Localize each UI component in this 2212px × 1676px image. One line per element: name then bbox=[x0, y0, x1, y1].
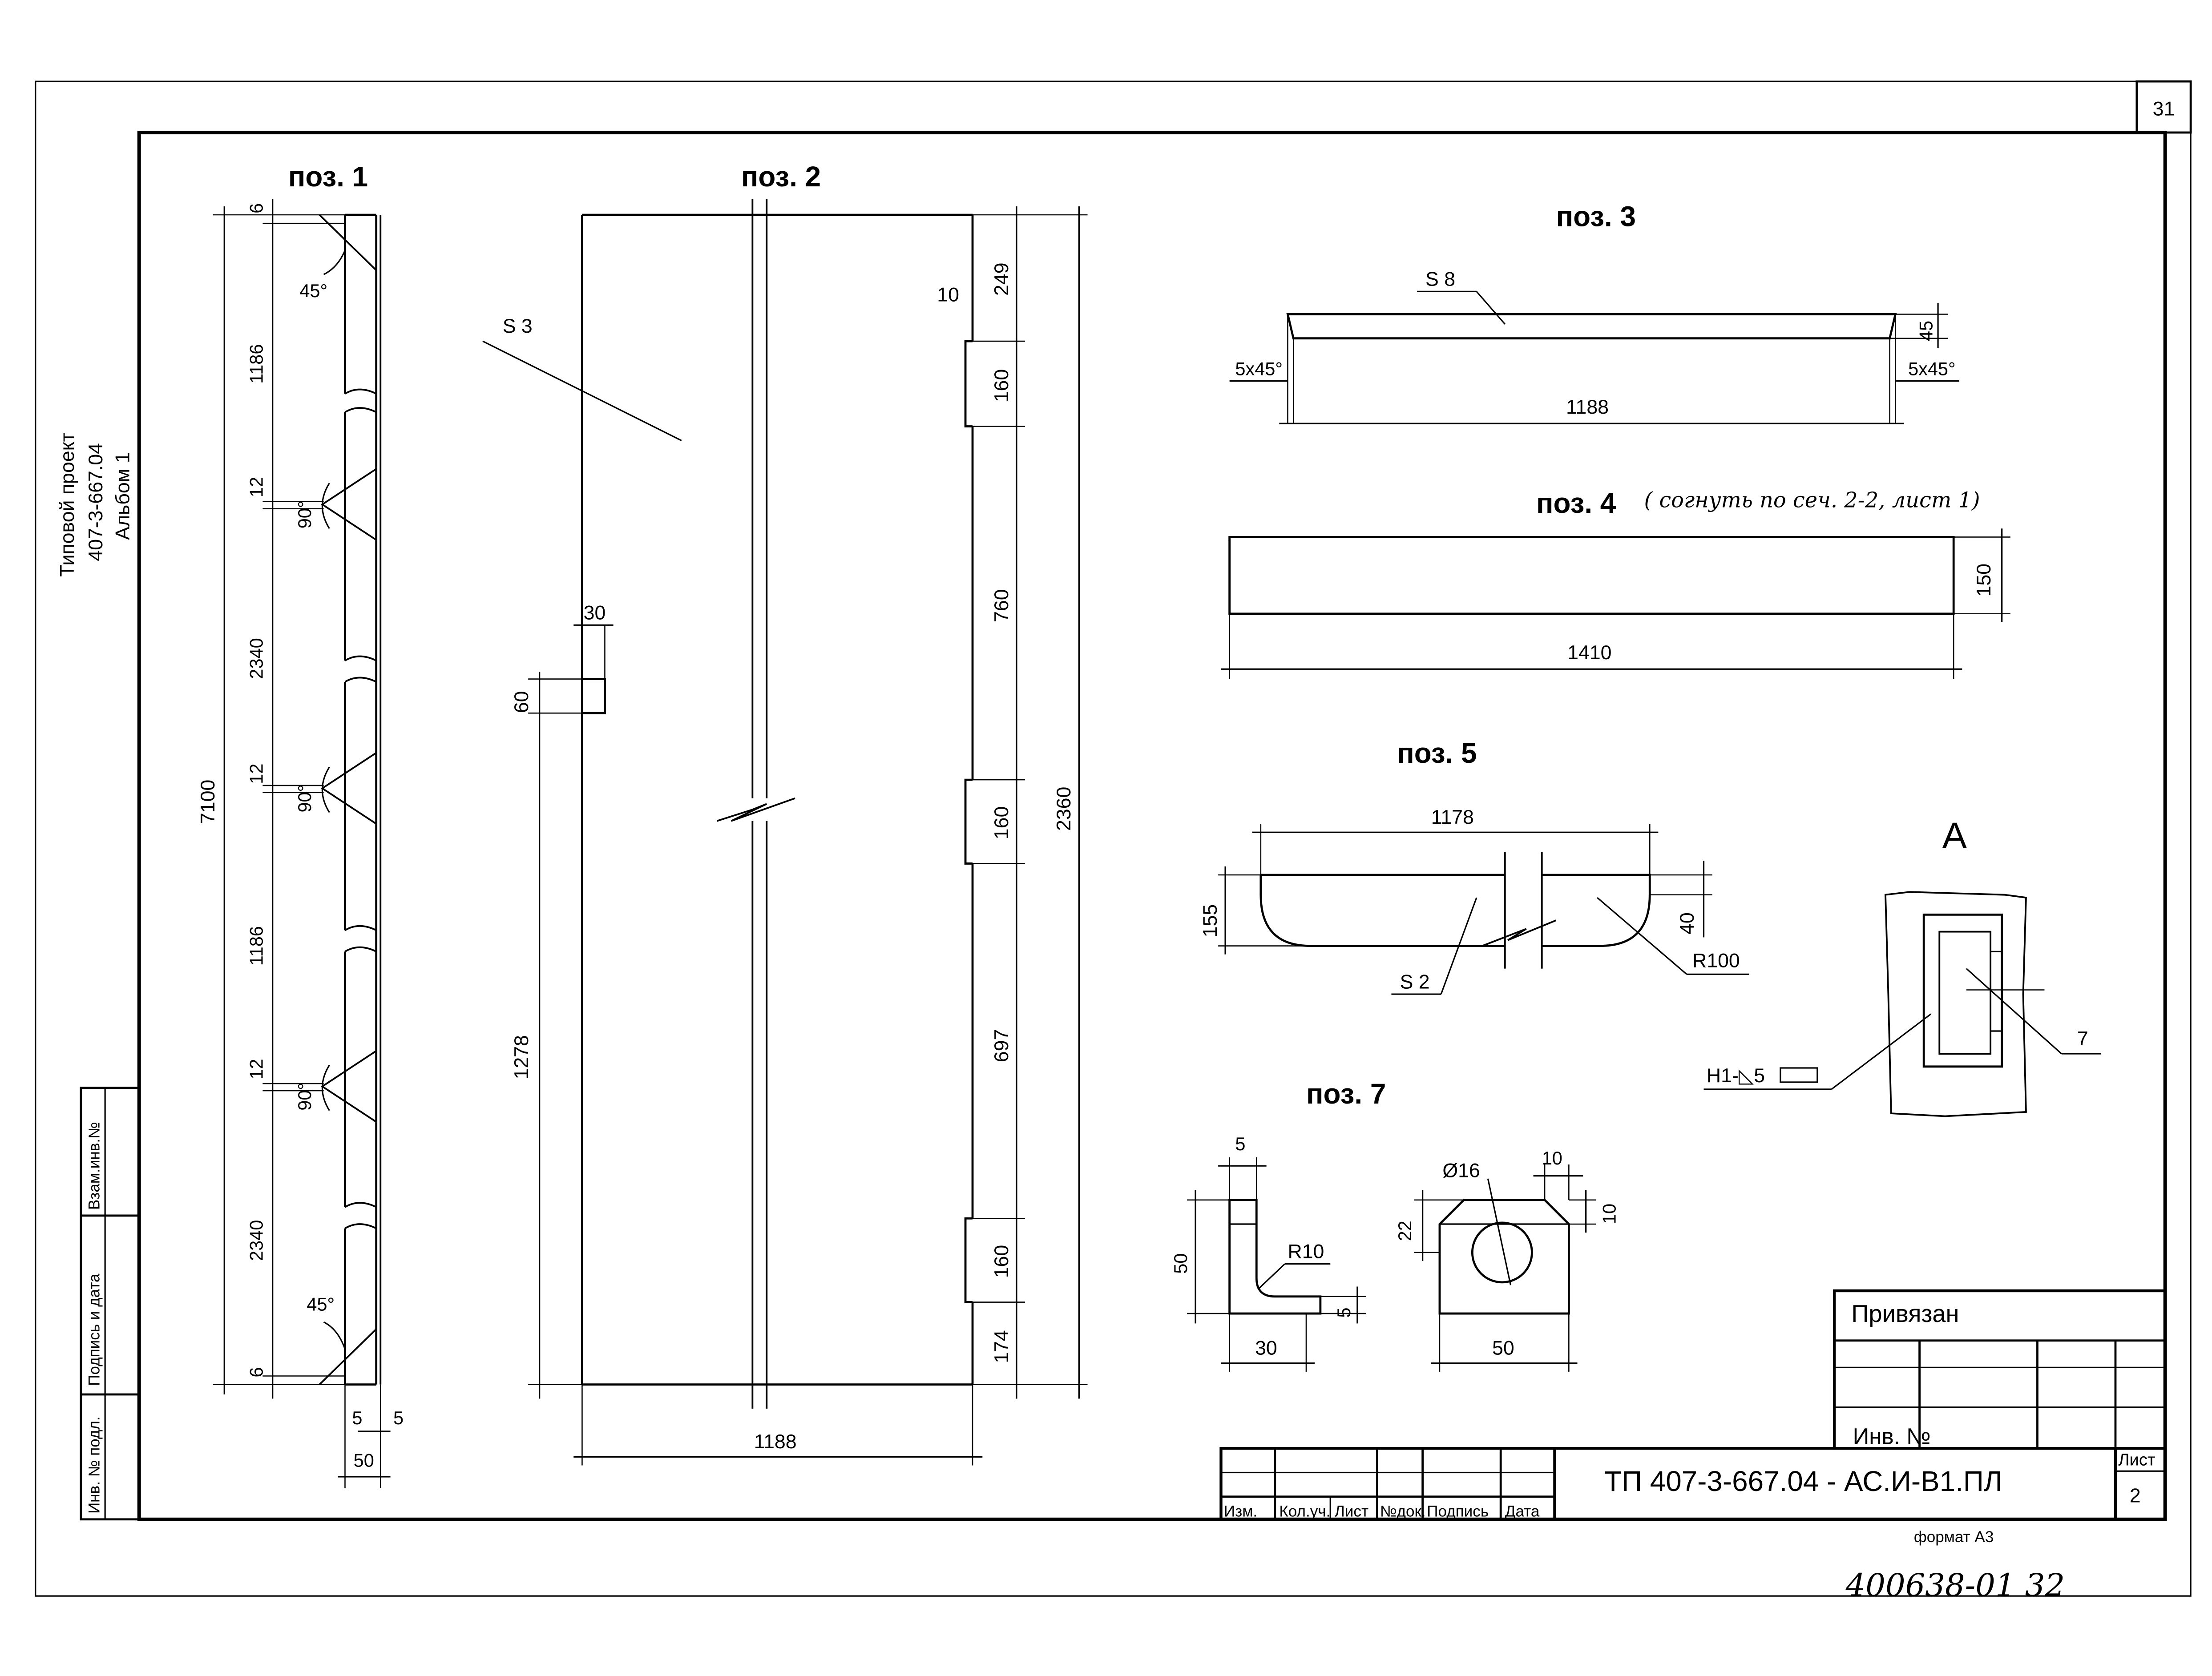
pos7-chamfer-v: 10 bbox=[1599, 1204, 1620, 1224]
pos1-angle-45-top: 45° bbox=[299, 280, 327, 301]
title-inv: Инв. № bbox=[1853, 1424, 1931, 1449]
pos7-dim30: 30 bbox=[1255, 1338, 1277, 1359]
pos2-right-0: 10 bbox=[937, 284, 959, 306]
pos2-right-4: 160 bbox=[991, 806, 1013, 840]
title-list-value: 2 bbox=[2130, 1485, 2141, 1507]
pos1-dim-2: 12 bbox=[246, 477, 266, 497]
pos2-right-7: 174 bbox=[991, 1330, 1013, 1363]
pos2-right-1: 249 bbox=[991, 262, 1013, 296]
pos1-dim-4: 12 bbox=[246, 764, 266, 784]
pos2-right-6: 160 bbox=[991, 1245, 1013, 1278]
outer-frame bbox=[35, 81, 2192, 1597]
pos2-left-h: 1278 bbox=[511, 1035, 533, 1079]
pos1-dim-8: 6 bbox=[246, 1367, 266, 1378]
pos7-hole: Ø16 bbox=[1442, 1160, 1480, 1182]
title-col-podpis: Подпись bbox=[1427, 1503, 1489, 1520]
pos5-drawing: поз. 5 1178 155 40 R100 S 2 bbox=[1199, 737, 1749, 995]
side-table: Инв. № подл. Подпись и дата Взам.инв.№ bbox=[80, 1087, 141, 1521]
pos4-height: 150 bbox=[1973, 564, 1995, 597]
pos1-dim-0: 6 bbox=[246, 203, 266, 214]
pos3-height: 45 bbox=[1915, 321, 1936, 341]
side-table-col2: Подпись и дата bbox=[85, 1273, 103, 1386]
pos1-bottom-0: 5 bbox=[352, 1407, 362, 1428]
pos1-dim-6: 12 bbox=[246, 1059, 266, 1079]
title-col-ndok: №док. bbox=[1380, 1503, 1426, 1520]
pos2-title: поз. 2 bbox=[741, 161, 821, 193]
pos5-inner: 40 bbox=[1676, 912, 1698, 935]
pos7-dim22: 22 bbox=[1394, 1221, 1415, 1241]
pos1-dim-3: 2340 bbox=[246, 638, 266, 679]
pos4-length: 1410 bbox=[1567, 642, 1611, 664]
stamp-line-2: 407-3-667.04 bbox=[85, 443, 107, 561]
pos3-title: поз. 3 bbox=[1556, 201, 1636, 233]
pos1-dim-7: 2340 bbox=[246, 1220, 266, 1261]
title-privyazan: Привязан bbox=[1851, 1301, 1959, 1327]
stamp-line-1: Типовой проект bbox=[57, 433, 78, 577]
title-col-data: Дата bbox=[1505, 1503, 1540, 1520]
pos5-radius: R100 bbox=[1692, 950, 1740, 971]
pos1-total: 7100 bbox=[197, 780, 219, 824]
pos7-width: 50 bbox=[1492, 1338, 1514, 1359]
pos1-angle-90-b: 90° bbox=[294, 785, 315, 813]
pos1-drawing: поз. 1 7100 6 bbox=[197, 161, 404, 1488]
pos2-right-3: 760 bbox=[991, 589, 1013, 622]
pos3-thickness: S 8 bbox=[1425, 269, 1455, 290]
title-format: формат А3 bbox=[1914, 1528, 1994, 1546]
sheet-number: 31 bbox=[2153, 98, 2175, 120]
side-table-col3: Взам.инв.№ bbox=[85, 1122, 103, 1210]
pos7-drawing: поз. 7 5 50 R10 5 30 Ø16 10 10 bbox=[1170, 1078, 1620, 1372]
pos7-dim5b: 5 bbox=[1333, 1308, 1354, 1318]
detail-a-label: А bbox=[1942, 814, 1967, 856]
pos2-thickness: S 3 bbox=[503, 315, 533, 337]
pos5-length: 1178 bbox=[1431, 806, 1474, 828]
title-block: Привязан Инв. № Изм. Кол.уч. Лист №док. … bbox=[1219, 1289, 2167, 1546]
pos3-length: 1188 bbox=[1566, 396, 1609, 418]
pos4-title: поз. 4 bbox=[1536, 487, 1616, 519]
detail-a-weld: Н1-◺5 bbox=[1707, 1065, 1765, 1087]
title-list-label: Лист bbox=[2118, 1450, 2155, 1470]
title-col-list: Лист bbox=[1335, 1503, 1368, 1520]
pos2-right-2: 160 bbox=[991, 369, 1013, 403]
pos5-title: поз. 5 bbox=[1397, 737, 1477, 769]
detail-a-pos: 7 bbox=[2077, 1028, 2088, 1050]
pos4-note: ( согнуть по сеч. 2-2, лист 1) bbox=[1644, 488, 1980, 512]
title-code: ТП 407-3-667.04 - АС.И-В1.ПЛ bbox=[1604, 1465, 2002, 1497]
pos7-title: поз. 7 bbox=[1306, 1078, 1386, 1110]
pos1-dim-5: 1186 bbox=[246, 926, 266, 966]
pos7-radius: R10 bbox=[1288, 1241, 1324, 1263]
pos4-drawing: поз. 4 ( согнуть по сеч. 2-2, лист 1) 15… bbox=[1221, 487, 2010, 679]
pos1-dim-1: 1186 bbox=[246, 344, 266, 384]
pos1-bottom-2: 50 bbox=[354, 1450, 374, 1471]
stamp-line-3: Альбом 1 bbox=[112, 452, 133, 540]
pos5-height: 155 bbox=[1199, 904, 1221, 938]
pos2-notch-w: 30 bbox=[584, 602, 606, 624]
pos3-drawing: поз. 3 S 8 45 5x45° 5x45° 1188 bbox=[1229, 201, 1959, 424]
pos2-width: 1188 bbox=[754, 1431, 797, 1453]
pos2-total-h: 2360 bbox=[1053, 787, 1075, 831]
sheet-number-box bbox=[2135, 80, 2192, 134]
pos1-angle-90-c: 90° bbox=[294, 1083, 315, 1111]
pos3-chamfer-r: 5x45° bbox=[1908, 359, 1956, 379]
inner-frame bbox=[137, 130, 2167, 1521]
pos7-chamfer: 10 bbox=[1542, 1148, 1562, 1168]
pos2-notch-h: 60 bbox=[511, 691, 533, 713]
detail-a: А 7 Н1-◺5 bbox=[1703, 814, 2102, 1117]
pos1-title: поз. 1 bbox=[288, 161, 368, 193]
pos1-angle-90-a: 90° bbox=[294, 501, 315, 529]
archive-note: 400638-01 32 bbox=[1845, 1567, 2065, 1603]
side-table-col1: Инв. № подл. bbox=[85, 1416, 103, 1514]
pos3-chamfer-l: 5x45° bbox=[1235, 359, 1283, 379]
pos2-drawing: поз. 2 S 3 60 1278 30 bbox=[482, 161, 1088, 1466]
title-col-koluch: Кол.уч. bbox=[1279, 1503, 1330, 1520]
pos7-dim50: 50 bbox=[1170, 1253, 1191, 1274]
pos1-bottom-1: 5 bbox=[393, 1407, 404, 1428]
pos5-thickness: S 2 bbox=[1400, 971, 1430, 993]
pos2-right-5: 697 bbox=[991, 1029, 1013, 1063]
pos1-angle-45-bottom: 45° bbox=[307, 1294, 335, 1315]
side-stamp: Типовой проект 407-3-667.04 Альбом 1 bbox=[57, 433, 133, 577]
pos7-dim5: 5 bbox=[1235, 1133, 1245, 1154]
title-col-izm: Изм. bbox=[1224, 1503, 1257, 1520]
